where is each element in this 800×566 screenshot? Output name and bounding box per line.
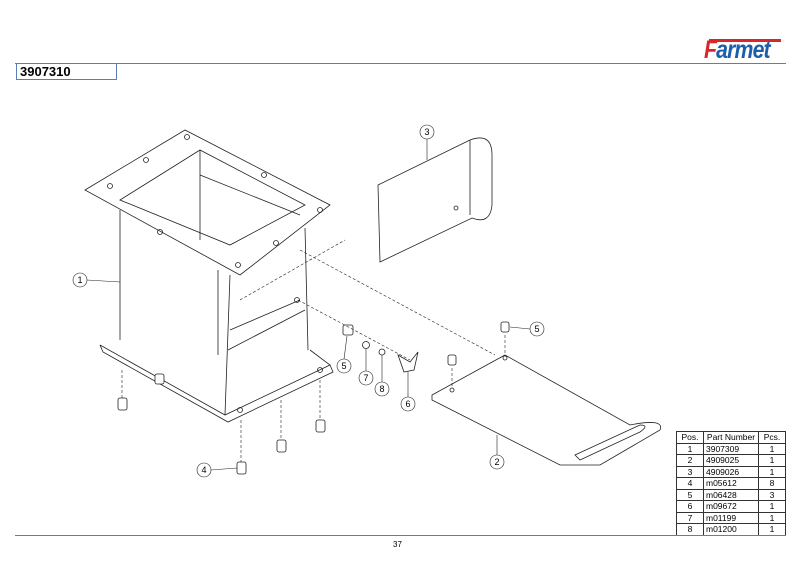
pos-cell: 5 — [676, 488, 704, 501]
pcs-cell: 1 — [758, 523, 786, 536]
part-number-cell: 4909026 — [703, 465, 759, 478]
col-header-part-number: Part Number — [703, 431, 759, 444]
fasteners — [117, 321, 510, 475]
part-number-cell: 4909025 — [703, 454, 759, 467]
table-header-row: Pos. Part Number Pcs. — [676, 431, 786, 444]
part-number-cell: m01199 — [703, 511, 759, 524]
svg-text:3: 3 — [424, 127, 429, 137]
callout-4: 4 — [196, 462, 238, 478]
pcs-cell: 1 — [758, 442, 786, 455]
header-rule — [15, 63, 786, 64]
svg-text:4: 4 — [201, 465, 206, 475]
pcs-cell: 1 — [758, 511, 786, 524]
cover-plate-part-3 — [377, 137, 493, 263]
part-number-cell: m09672 — [703, 500, 759, 513]
svg-text:5: 5 — [341, 361, 346, 371]
callout-8: 8 — [374, 355, 390, 397]
pos-cell: 7 — [676, 511, 704, 524]
pos-cell: 6 — [676, 500, 704, 513]
svg-text:2: 2 — [494, 457, 499, 467]
farmet-logo: Farmet — [704, 36, 771, 64]
slide-plate-part-2 — [431, 354, 662, 466]
col-header-pos: Pos. — [676, 431, 704, 444]
callout-3: 3 — [419, 124, 435, 160]
part-number-cell: 3907309 — [703, 442, 759, 455]
pcs-cell: 1 — [758, 465, 786, 478]
logo-bar — [709, 39, 781, 42]
part-number-cell: m01200 — [703, 523, 759, 536]
svg-text:7: 7 — [363, 373, 368, 383]
page-number: 37 — [393, 540, 402, 549]
part-number-cell: m06428 — [703, 488, 759, 501]
pcs-cell: 8 — [758, 477, 786, 490]
pos-cell: 1 — [676, 442, 704, 455]
pos-cell: 2 — [676, 454, 704, 467]
hopper-part-1 — [84, 129, 334, 423]
guide-lines — [121, 239, 506, 462]
callout-6: 6 — [400, 372, 416, 412]
pos-cell: 3 — [676, 465, 704, 478]
svg-text:5: 5 — [534, 324, 539, 334]
callout-7: 7 — [358, 349, 374, 386]
drawing-number: 3907310 — [16, 63, 117, 80]
callout-1: 1 — [72, 272, 121, 288]
svg-text:1: 1 — [77, 275, 82, 285]
svg-text:8: 8 — [379, 384, 384, 394]
pos-cell: 8 — [676, 523, 704, 536]
part-number-cell: m05612 — [703, 477, 759, 490]
svg-text:6: 6 — [405, 399, 410, 409]
callout-5a: 5 — [336, 335, 352, 374]
col-header-pcs: Pcs. — [758, 431, 786, 444]
footer-rule — [15, 535, 786, 536]
pcs-cell: 1 — [758, 454, 786, 467]
callout-5b: 5 — [509, 321, 545, 337]
pcs-cell: 1 — [758, 500, 786, 513]
pos-cell: 4 — [676, 477, 704, 490]
callout-2: 2 — [489, 435, 505, 470]
pcs-cell: 3 — [758, 488, 786, 501]
